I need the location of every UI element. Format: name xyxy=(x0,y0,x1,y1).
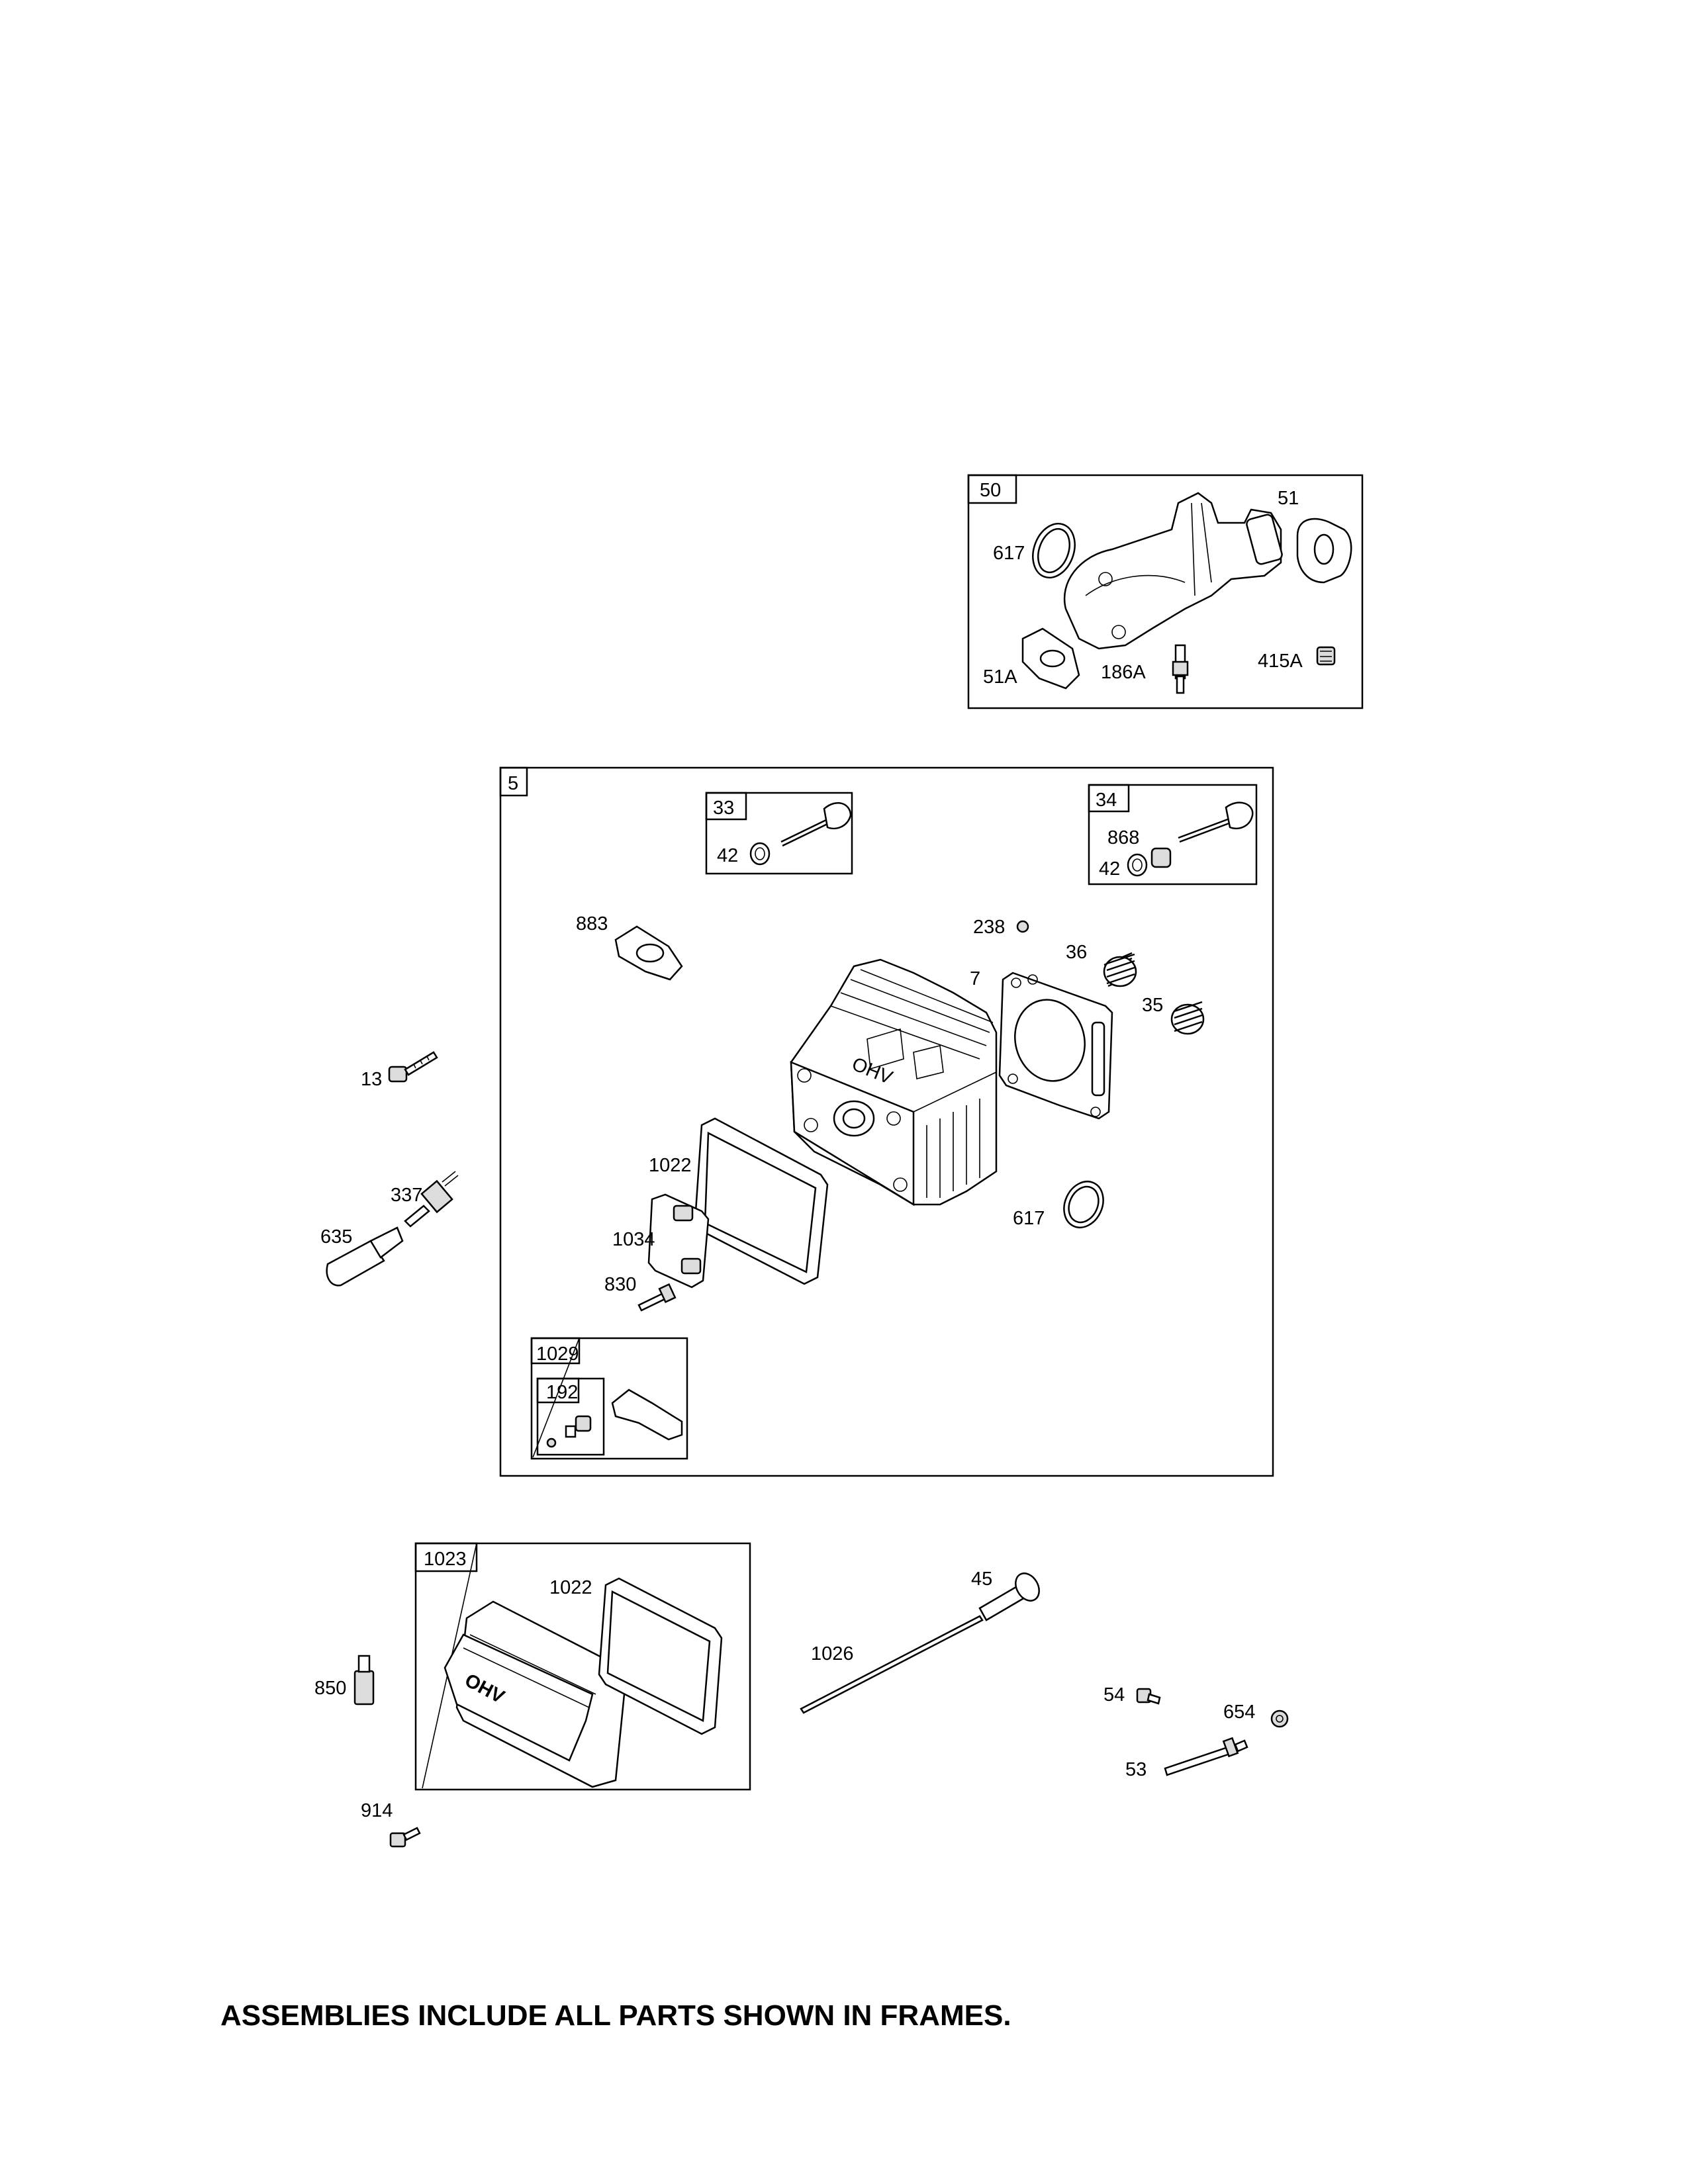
label-850: 850 xyxy=(314,1678,346,1699)
adjusting-screw-192 xyxy=(546,1415,592,1448)
footer-note: ASSEMBLIES INCLUDE ALL PARTS SHOWN IN FR… xyxy=(220,1999,1011,2032)
pushrod-1026 xyxy=(800,1615,984,1714)
spark-plug-337 xyxy=(404,1171,459,1228)
rocker-cover-1023: OHV xyxy=(444,1600,627,1788)
screw-54 xyxy=(1136,1688,1161,1705)
label-53: 53 xyxy=(1125,1759,1147,1780)
label-415a: 415A xyxy=(1258,651,1303,672)
valve-seal-868 xyxy=(1150,847,1172,868)
frame-34: 34 868 42 xyxy=(1088,784,1258,886)
label-54: 54 xyxy=(1103,1684,1125,1706)
frame-1029: 1029 192 xyxy=(530,1337,688,1460)
nut-654 xyxy=(1270,1709,1289,1728)
gasket-51a xyxy=(1021,627,1080,690)
spark-plug-boot-635 xyxy=(326,1226,404,1287)
exhaust-valve xyxy=(1178,801,1254,843)
label-1026: 1026 xyxy=(811,1643,854,1664)
o-ring-617-bottom xyxy=(1063,1181,1104,1228)
frame-50-number: 50 xyxy=(980,480,1001,501)
label-35: 35 xyxy=(1142,995,1163,1016)
head-gasket-7 xyxy=(998,972,1113,1120)
label-186a: 186A xyxy=(1101,662,1146,683)
screw-914 xyxy=(389,1827,421,1848)
frame-5-number: 5 xyxy=(508,773,518,794)
label-51: 51 xyxy=(1278,488,1299,509)
frame-33: 33 42 xyxy=(705,792,853,875)
valve-keeper-42-b xyxy=(1127,853,1148,877)
label-617-bottom: 617 xyxy=(1013,1208,1045,1229)
label-337: 337 xyxy=(391,1185,422,1206)
valve-keeper-42-a xyxy=(749,842,771,866)
label-1034: 1034 xyxy=(612,1229,655,1250)
label-617-top: 617 xyxy=(993,543,1025,564)
frame-1029-number: 1029 xyxy=(536,1343,579,1365)
intake-valve xyxy=(780,802,852,847)
valve-spring-36 xyxy=(1103,952,1137,987)
label-42-b: 42 xyxy=(1099,858,1120,880)
breather-plate-1034 xyxy=(647,1193,710,1289)
sealant-tube-850 xyxy=(353,1655,375,1706)
rocker-cover-gasket-1022-b xyxy=(598,1577,723,1735)
stud-830 xyxy=(637,1283,677,1312)
label-868: 868 xyxy=(1107,827,1139,848)
label-654: 654 xyxy=(1223,1702,1255,1723)
label-635: 635 xyxy=(320,1226,352,1248)
label-238: 238 xyxy=(973,917,1005,938)
label-883: 883 xyxy=(576,913,608,934)
label-13: 13 xyxy=(361,1069,382,1090)
frame-33-number: 33 xyxy=(713,797,734,819)
label-1022-b: 1022 xyxy=(549,1577,592,1598)
label-45: 45 xyxy=(971,1569,992,1590)
gasket-883 xyxy=(614,925,683,981)
rocker-arm xyxy=(611,1388,683,1441)
label-36: 36 xyxy=(1066,942,1087,963)
label-42-a: 42 xyxy=(717,845,738,866)
frame-34-number: 34 xyxy=(1096,790,1117,811)
frame-1023-number: 1023 xyxy=(424,1549,467,1570)
label-914: 914 xyxy=(361,1800,393,1821)
stud-53 xyxy=(1164,1737,1248,1776)
bolt-13 xyxy=(388,1051,438,1083)
label-1022-a: 1022 xyxy=(649,1155,692,1176)
o-ring-617-top xyxy=(1032,522,1076,579)
intake-manifold xyxy=(1063,492,1283,650)
label-7: 7 xyxy=(970,968,980,989)
valve-spring-35 xyxy=(1170,1001,1205,1035)
tappet-45 xyxy=(978,1572,1040,1621)
label-51a: 51A xyxy=(983,666,1017,688)
frame-1023: 1023 OHV 1022 xyxy=(414,1542,751,1791)
label-830: 830 xyxy=(604,1274,636,1295)
gasket-51 xyxy=(1296,518,1352,584)
plug-415a xyxy=(1316,646,1336,666)
fitting-186a xyxy=(1172,644,1189,694)
frame-192-number: 192 xyxy=(546,1382,578,1403)
part-238 xyxy=(1016,920,1029,933)
frame-50: 50 xyxy=(967,474,1364,709)
frame-5: 5 33 42 34 xyxy=(499,766,1274,1477)
cylinder-head: OHV xyxy=(790,958,998,1206)
